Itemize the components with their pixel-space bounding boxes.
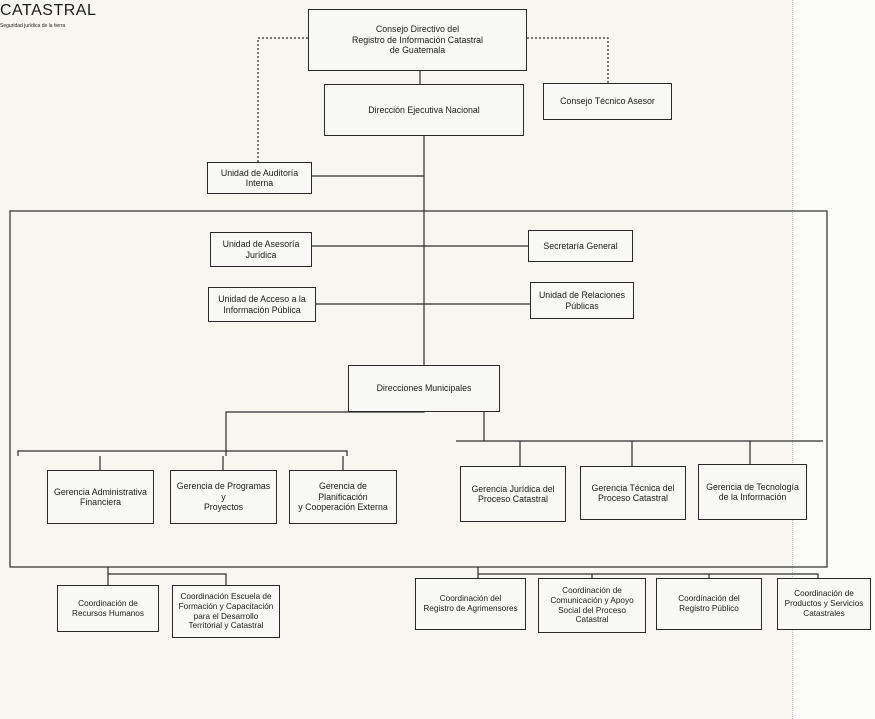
- logo-tagline: Seguridad jurídica de la tierra: [0, 23, 66, 29]
- node-direcciones-municipales: Direcciones Municipales: [348, 365, 500, 412]
- node-coord-rrhh: Coordinación de Recursos Humanos: [57, 585, 159, 632]
- node-gerencia-planificacion: Gerencia de Planificación y Cooperación …: [289, 470, 397, 524]
- node-acceso-informacion: Unidad de Acceso a la Información Públic…: [208, 287, 316, 322]
- logo: CATASTRAL Seguridad jurídica de la tierr…: [0, 0, 120, 40]
- node-direccion-ejecutiva: Dirección Ejecutiva Nacional: [324, 84, 524, 136]
- node-auditoria: Unidad de Auditoría Interna: [207, 162, 312, 194]
- node-gerencia-administrativa: Gerencia Administrativa Financiera: [47, 470, 154, 524]
- node-asesoria-juridica: Unidad de Asesoría Jurídica: [210, 232, 312, 267]
- node-coord-registro-publico: Coordinación del Registro Público: [656, 578, 762, 630]
- node-gerencia-tecnologia: Gerencia de Tecnología de la Información: [698, 464, 807, 520]
- connector-consejo-tecnico: [527, 37, 609, 83]
- node-consejo-directivo: Consejo Directivo del Registro de Inform…: [308, 9, 527, 71]
- node-consejo-tecnico: Consejo Técnico Asesor: [543, 83, 672, 120]
- connector-coord-escuela: [108, 573, 227, 585]
- connector-gerencias-left-bar: [17, 450, 348, 456]
- node-gerencia-juridica: Gerencia Jurídica del Proceso Catastral: [460, 466, 566, 522]
- node-coord-escuela: Coordinación Escuela de Formación y Capa…: [172, 585, 280, 638]
- logo-text: CATASTRAL: [0, 2, 97, 19]
- node-secretaria-general: Secretaría General: [528, 230, 633, 262]
- municipal-frame: [9, 210, 828, 568]
- node-coord-comunicacion: Coordinación de Comunicación y Apoyo Soc…: [538, 578, 646, 633]
- connector-coord-right-bar: [478, 573, 819, 578]
- node-gerencia-programas: Gerencia de Programas y Proyectos: [170, 470, 277, 524]
- connector-auditoria-consejo: [257, 37, 308, 162]
- node-coord-productos: Coordinación de Productos y Servicios Ca…: [777, 578, 871, 630]
- node-relaciones-publicas: Unidad de Relaciones Públicas: [530, 282, 634, 319]
- node-coord-agrimensores: Coordinación del Registro de Agrimensore…: [415, 578, 526, 630]
- node-gerencia-tecnica: Gerencia Técnica del Proceso Catastral: [580, 466, 686, 520]
